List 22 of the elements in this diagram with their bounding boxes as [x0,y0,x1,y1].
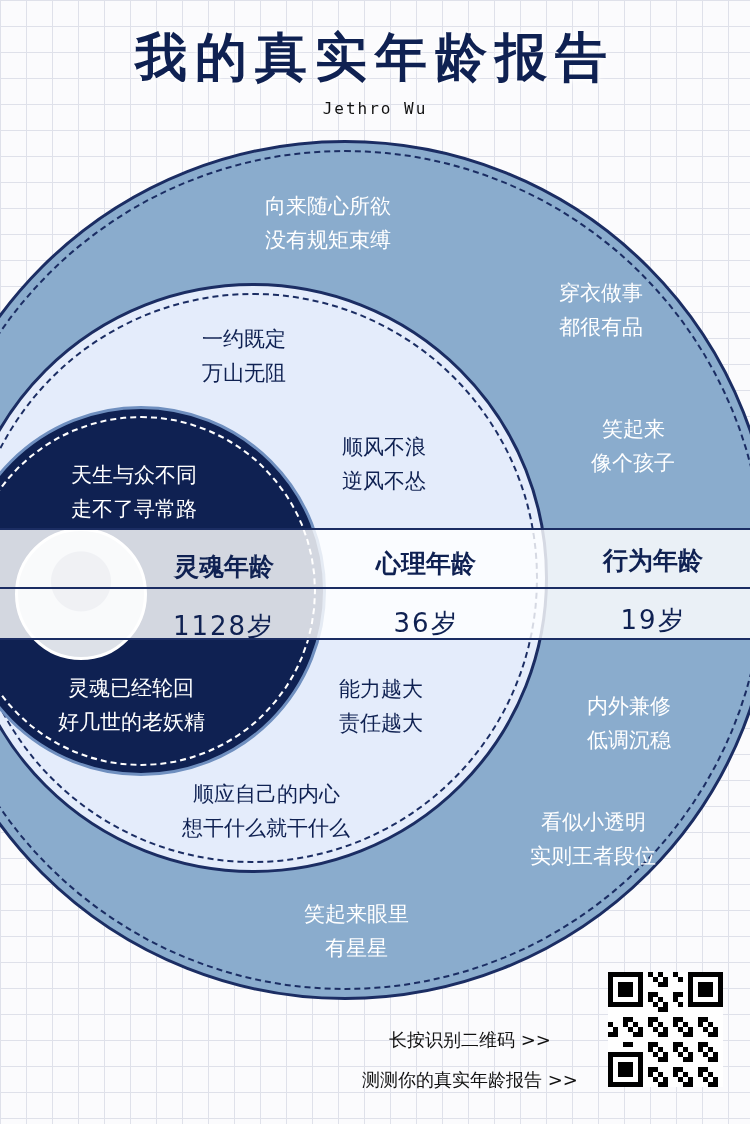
age-value: 1128岁 [172,611,276,641]
description-text: 灵魂已经轮回好几世的老妖精 [57,675,205,736]
age-heading: 行为年龄 [603,546,703,576]
description-text: 顺应自己的内心想干什么就干什么 [182,781,350,842]
author-name: Jethro Wu [322,98,428,118]
description-text: 笑起来眼里有星星 [303,901,409,962]
poster-title: 我的真实年龄报告 [135,26,615,89]
description-text: 天生与众不同走不了寻常路 [71,462,197,523]
description-text: 笑起来像个孩子 [591,416,675,477]
age-value: 19岁 [620,605,686,635]
instruction-text: 测测你的真实年龄报告 >> [362,1068,578,1092]
description-text: 看似小透明实则王者段位 [530,809,656,870]
description-text: 穿衣做事都很有品 [559,280,643,341]
description-text: 内外兼修低调沉稳 [587,693,671,754]
description-text: 顺风不浪逆风不怂 [342,434,426,495]
description-text: 能力越大责任越大 [339,676,423,737]
age-heading: 心理年龄 [376,549,476,579]
instruction-text: 长按识别二维码 >> [389,1028,551,1052]
age-value: 36岁 [393,608,459,638]
description-text: 向来随心所欲没有规矩束缚 [265,193,391,254]
description-text: 一约既定万山无阻 [202,326,286,387]
age-heading: 灵魂年龄 [174,552,274,582]
